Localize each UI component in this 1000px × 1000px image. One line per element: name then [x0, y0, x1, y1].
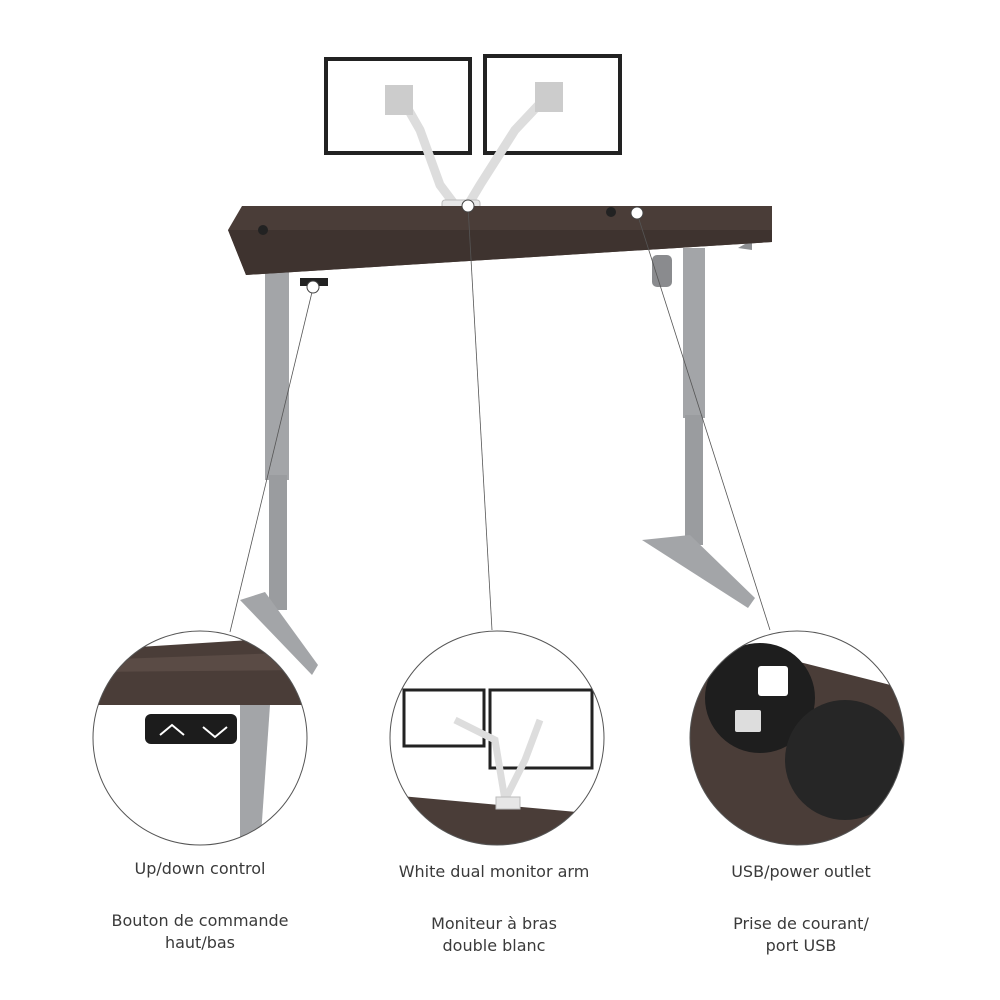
feature-label-en: USB/power outlet [731, 862, 871, 881]
callout-lines [229, 205, 771, 633]
desk-frame [240, 240, 755, 675]
detail-up-down-control [93, 631, 307, 845]
feature-label-en: White dual monitor arm [398, 862, 590, 881]
up-arrow-icon [159, 723, 185, 736]
feature-label-en: Up/down control [134, 859, 266, 878]
dual-monitors [324, 54, 622, 219]
usb-port-icon [735, 710, 761, 732]
detail-monitor-arm [390, 631, 604, 845]
feature-label-fr: Bouton de commande haut/bas [111, 911, 289, 952]
down-arrow-icon [202, 726, 228, 739]
power-outlet-icon [758, 666, 788, 696]
feature-label-fr: Moniteur à bras double blanc [431, 914, 557, 955]
feature-label-fr: Prise de courant/ port USB [733, 914, 869, 955]
callout-marker [630, 206, 644, 220]
detail-usb-power-outlet [690, 631, 904, 845]
callout-marker [461, 199, 475, 213]
callout-marker [306, 280, 320, 294]
desktop [228, 206, 772, 286]
